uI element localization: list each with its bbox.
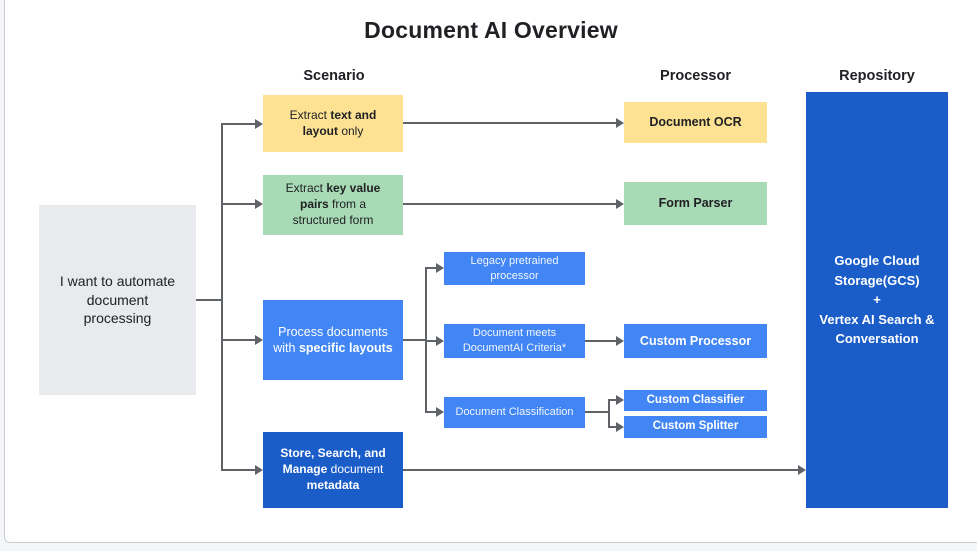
connector-to-extract-text — [221, 123, 255, 125]
arrowhead-to-process-docs — [255, 335, 263, 345]
arrowhead-to-extract-kv — [255, 199, 263, 209]
connector-to-splitter — [608, 426, 616, 428]
processor-document-ocr-box: Document OCR — [624, 102, 767, 143]
connector-store-to-repository — [403, 469, 798, 471]
diagram-title: Document AI Overview — [364, 17, 618, 43]
connector-to-legacy — [425, 267, 436, 269]
arrowhead-to-legacy — [436, 263, 444, 273]
processor-custom-classifier-box: Custom Classifier — [624, 390, 767, 411]
arrowhead-store-to-repository — [798, 465, 806, 475]
connector-intent-out — [196, 299, 222, 301]
connector-trunk-classify — [608, 400, 610, 428]
connector-to-classifier — [608, 399, 616, 401]
connector-to-criteria — [425, 340, 436, 342]
arrowhead-to-criteria — [436, 336, 444, 346]
arrowhead-kv-to-parser — [616, 199, 624, 209]
connector-trunk-main — [221, 123, 223, 471]
connector-process-out — [403, 339, 427, 341]
connector-text-to-ocr — [403, 122, 616, 124]
arrowhead-to-extract-text — [255, 119, 263, 129]
connector-to-store — [221, 469, 255, 471]
column-header-processor: Processor — [660, 68, 731, 84]
column-header-repository: Repository — [839, 68, 915, 84]
arrowhead-to-splitter — [616, 422, 624, 432]
arrowhead-criteria-to-custom — [616, 336, 624, 346]
connector-to-process-docs — [221, 339, 255, 341]
arrowhead-text-to-ocr — [616, 118, 624, 128]
arrowhead-to-store — [255, 465, 263, 475]
connector-to-classification — [425, 411, 436, 413]
processor-custom-splitter-box: Custom Splitter — [624, 416, 767, 438]
connector-classification-out — [585, 411, 610, 413]
processor-custom-processor-box: Custom Processor — [624, 324, 767, 358]
column-header-scenario: Scenario — [303, 68, 365, 84]
arrowhead-to-classification — [436, 407, 444, 417]
branch-document-classification-box: Document Classification — [444, 397, 585, 428]
arrowhead-to-classifier — [616, 395, 624, 405]
connector-kv-to-parser — [403, 203, 616, 205]
connector-to-extract-kv — [221, 203, 255, 205]
processor-form-parser-box: Form Parser — [624, 182, 767, 225]
connector-criteria-to-custom — [585, 340, 616, 342]
slide-canvas: Document AI Overview Scenario Processor … — [4, 0, 977, 543]
